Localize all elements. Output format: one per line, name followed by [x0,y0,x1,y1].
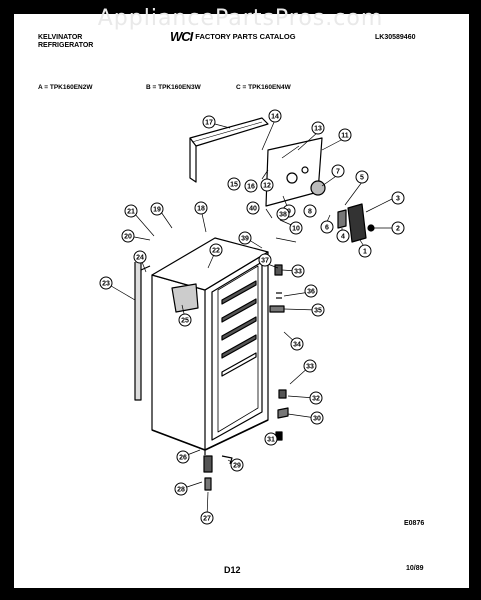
callout-5: 5 [355,170,369,184]
svg-text:10: 10 [292,226,300,233]
svg-text:35: 35 [314,308,322,315]
callout-35: 35 [311,303,325,317]
callout-8: 8 [303,204,317,218]
callout-34: 34 [290,337,304,351]
callout-19: 19 [150,202,164,216]
callout-6: 6 [320,220,334,234]
callout-25: 25 [178,313,192,327]
svg-text:38: 38 [279,212,287,219]
watermark: AppliancePartsPros.com [97,6,384,31]
svg-text:5: 5 [360,175,364,182]
svg-text:14: 14 [271,114,279,121]
svg-text:11: 11 [341,133,349,140]
svg-text:39: 39 [241,236,249,243]
brand-name: KELVINATOR [38,34,83,41]
callout-12: 12 [260,178,274,192]
svg-text:3: 3 [396,196,400,203]
svg-text:4: 4 [341,234,345,241]
svg-text:40: 40 [249,206,257,213]
callout-33-lower: 33 [303,359,317,373]
svg-text:17: 17 [205,120,213,127]
svg-text:2: 2 [396,226,400,233]
model-b: B = TPK160EN3W [146,84,201,91]
wci-logo: WCI [170,29,193,44]
callout-37: 37 [258,253,272,267]
svg-text:32: 32 [312,396,320,403]
svg-text:13: 13 [314,126,322,133]
callout-7: 7 [331,164,345,178]
svg-text:27: 27 [203,516,211,523]
callout-15: 15 [227,177,241,191]
catalog-page [14,14,469,588]
svg-text:33: 33 [294,269,302,276]
svg-text:36: 36 [307,289,315,296]
svg-text:25: 25 [181,318,189,325]
callout-4: 4 [336,229,350,243]
svg-text:28: 28 [177,487,185,494]
catalog-title: FACTORY PARTS CATALOG [195,32,296,41]
callout-17: 17 [202,115,216,129]
svg-text:22: 22 [212,248,220,255]
callout-1: 1 [358,244,372,258]
callout-24: 24 [133,250,147,264]
callout-markers: 1 2 3 4 5 6 7 8 9 10 11 12 13 14 15 16 1… [99,109,405,525]
svg-text:18: 18 [197,206,205,213]
svg-text:34: 34 [293,342,301,349]
svg-text:8: 8 [308,209,312,216]
svg-text:23: 23 [102,281,110,288]
svg-text:24: 24 [136,255,144,262]
model-a: A = TPK160EN2W [38,84,93,91]
svg-text:15: 15 [230,182,238,189]
callout-29: 29 [230,458,244,472]
callout-40: 40 [246,201,260,215]
callout-28: 28 [174,482,188,496]
svg-text:37: 37 [261,258,269,265]
callout-16: 16 [244,179,258,193]
svg-text:16: 16 [247,184,255,191]
figure-code: E0876 [404,520,425,527]
svg-text:29: 29 [233,463,241,470]
callout-33-upper: 33 [291,264,305,278]
document-number: LK30589460 [375,34,416,41]
svg-text:30: 30 [313,416,321,423]
svg-text:20: 20 [124,234,132,241]
svg-text:19: 19 [153,207,161,214]
product-type: REFRIGERATOR [38,42,94,49]
svg-text:1: 1 [363,249,367,256]
callout-18: 18 [194,201,208,215]
model-c: C = TPK160EN4W [236,84,291,91]
callout-31: 31 [264,432,278,446]
callout-32: 32 [309,391,323,405]
callout-30: 30 [310,411,324,425]
catalog-date: 10/89 [406,565,424,572]
callout-14: 14 [268,109,282,123]
svg-text:33: 33 [306,364,314,371]
callout-22: 22 [209,243,223,257]
callout-11: 11 [338,128,352,142]
callout-2: 2 [391,221,405,235]
brand-block: KELVINATOR REFRIGERATOR [38,34,93,50]
svg-text:12: 12 [263,183,271,190]
callout-27: 27 [200,511,214,525]
callout-3: 3 [391,191,405,205]
callout-20: 20 [121,229,135,243]
svg-text:6: 6 [325,225,329,232]
page-number: D12 [224,565,241,575]
svg-text:26: 26 [179,455,187,462]
callout-36: 36 [304,284,318,298]
svg-text:7: 7 [336,169,340,176]
svg-text:21: 21 [127,209,135,216]
callout-38: 38 [276,207,290,221]
callout-26: 26 [176,450,190,464]
callout-13: 13 [311,121,325,135]
callout-10: 10 [289,221,303,235]
callout-23: 23 [99,276,113,290]
svg-text:31: 31 [267,437,275,444]
callout-21: 21 [124,204,138,218]
callout-39: 39 [238,231,252,245]
